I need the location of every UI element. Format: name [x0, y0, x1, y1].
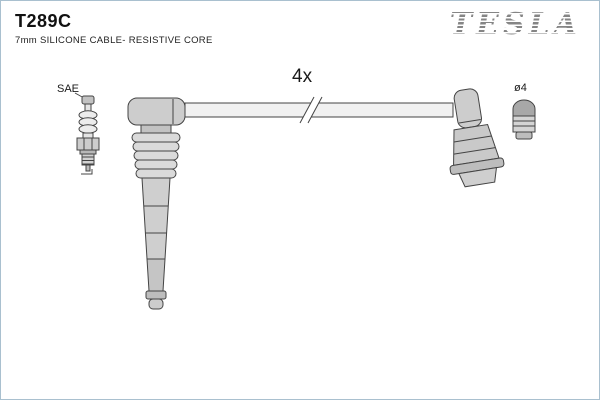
product-subtitle: 7mm SILICONE CABLE- RESISTIVE CORE — [15, 35, 213, 46]
spark-plug-icon — [76, 95, 100, 175]
sae-label: SAE — [57, 83, 79, 95]
spark-plug-boot-left-icon — [127, 97, 186, 310]
brand-logo: TESLA — [449, 7, 581, 42]
diameter-label: ø4 — [514, 82, 527, 94]
part-number: T289C — [15, 11, 72, 31]
terminal-icon — [512, 99, 536, 140]
spark-plug-boot-right-icon — [449, 88, 505, 188]
quantity-label: 4x — [292, 66, 313, 87]
ignition-cable-icon — [184, 96, 454, 124]
cable-break-gap — [300, 97, 322, 123]
